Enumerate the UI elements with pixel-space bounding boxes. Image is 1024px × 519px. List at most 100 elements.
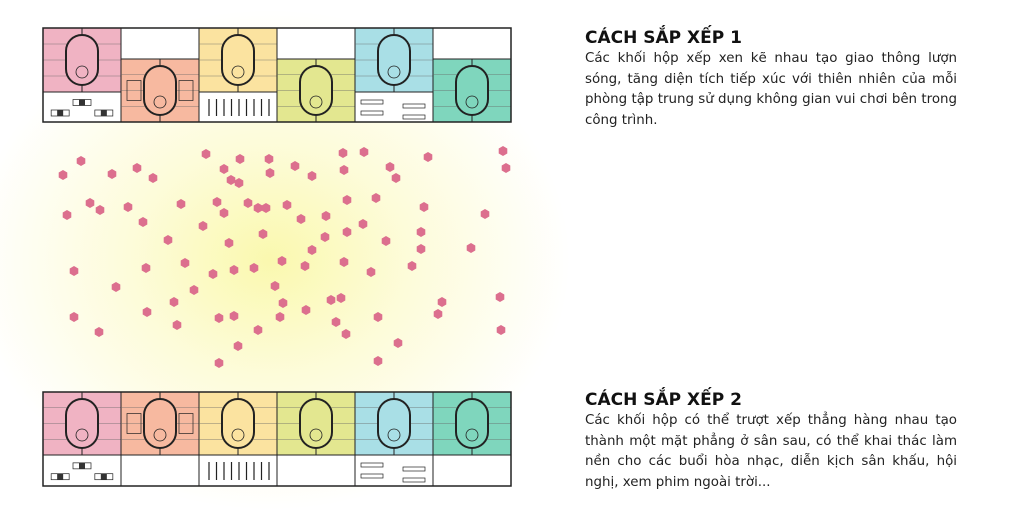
capsule-room [65,398,99,449]
section2-title: CÁCH SẮP XẾP 2 [585,390,742,410]
bench-icon [360,110,384,116]
person-dot [393,338,403,348]
person-dot [69,312,79,322]
person-dot [176,199,186,209]
person-dot [107,169,117,179]
circle-icon [231,65,245,79]
grid-box-icon [126,413,142,434]
person-dot [338,148,348,158]
person-dot [180,258,190,268]
capsule-room [377,34,411,86]
person-dot [342,227,352,237]
circle-icon [75,65,89,79]
person-dot [407,261,417,271]
capsule-room [299,398,333,449]
person-dot [95,205,105,215]
person-dot [243,198,253,208]
person-dot [169,297,179,307]
person-dot [172,320,182,330]
section1-title: CÁCH SẮP XẾP 1 [585,28,742,48]
person-dot [278,298,288,308]
circle-icon [309,428,323,442]
bench-icon [360,99,384,105]
arrangement-2 [42,391,512,487]
person-dot [466,243,476,253]
person-dot [270,281,280,291]
person-dot [416,244,426,254]
person-dot [423,152,433,162]
person-dot [249,263,259,273]
person-dot [212,197,222,207]
person-dot [94,327,104,337]
table-top-icon [100,110,107,116]
people-dots [58,146,511,368]
person-dot [69,266,79,276]
capsule-room [455,398,489,449]
person-dot [359,147,369,157]
person-dot [198,221,208,231]
person-dot [62,210,72,220]
person-dot [141,263,151,273]
bench-icon [402,103,426,109]
person-dot [85,198,95,208]
backyard-cell [432,454,512,487]
person-dot [307,245,317,255]
person-dot [277,256,287,266]
person-dot [496,325,506,335]
person-dot [76,156,86,166]
grid-box-icon [178,80,194,101]
person-dot [142,307,152,317]
circle-icon [465,95,479,109]
person-dot [235,154,245,164]
person-dot [339,165,349,175]
arrangement-2-outline [42,391,512,487]
person-dot [437,297,447,307]
person-dot [282,200,292,210]
person-dot [148,173,158,183]
circle-icon [387,65,401,79]
person-dot [265,168,275,178]
courtyard-cell [42,91,122,123]
person-dot [373,356,383,366]
person-dot [253,325,263,335]
person-dot [498,146,508,156]
person-dot [391,173,401,183]
person-dot [480,209,490,219]
grid-box-icon [178,413,194,434]
person-dot [226,175,236,185]
person-dot [495,292,505,302]
person-dot [307,171,317,181]
person-dot [331,317,341,327]
person-dot [290,161,300,171]
person-dot [371,193,381,203]
section2-body: Các khối hộp có thể trượt xếp thẳng hàng… [585,413,957,490]
person-dot [264,154,274,164]
empty-cell [120,27,200,60]
capsule-room [455,65,489,116]
person-dot [163,235,173,245]
courtyard-cell [198,91,278,123]
circle-icon [153,428,167,442]
person-dot [358,219,368,229]
grid-box-icon [126,80,142,101]
person-dot [385,162,395,172]
person-dot [111,282,121,292]
person-dot [229,265,239,275]
person-dot [138,217,148,227]
person-dot [321,211,331,221]
person-dot [189,285,199,295]
table-top-icon [57,110,64,116]
circle-icon [465,428,479,442]
person-dot [296,214,306,224]
circle-icon [387,428,401,442]
bench-icon [402,114,426,120]
person-dot [233,341,243,351]
person-dot [123,202,133,212]
person-dot [433,309,443,319]
person-dot [501,163,511,173]
circle-icon [231,428,245,442]
person-dot [373,312,383,322]
bench-icon [402,466,426,472]
